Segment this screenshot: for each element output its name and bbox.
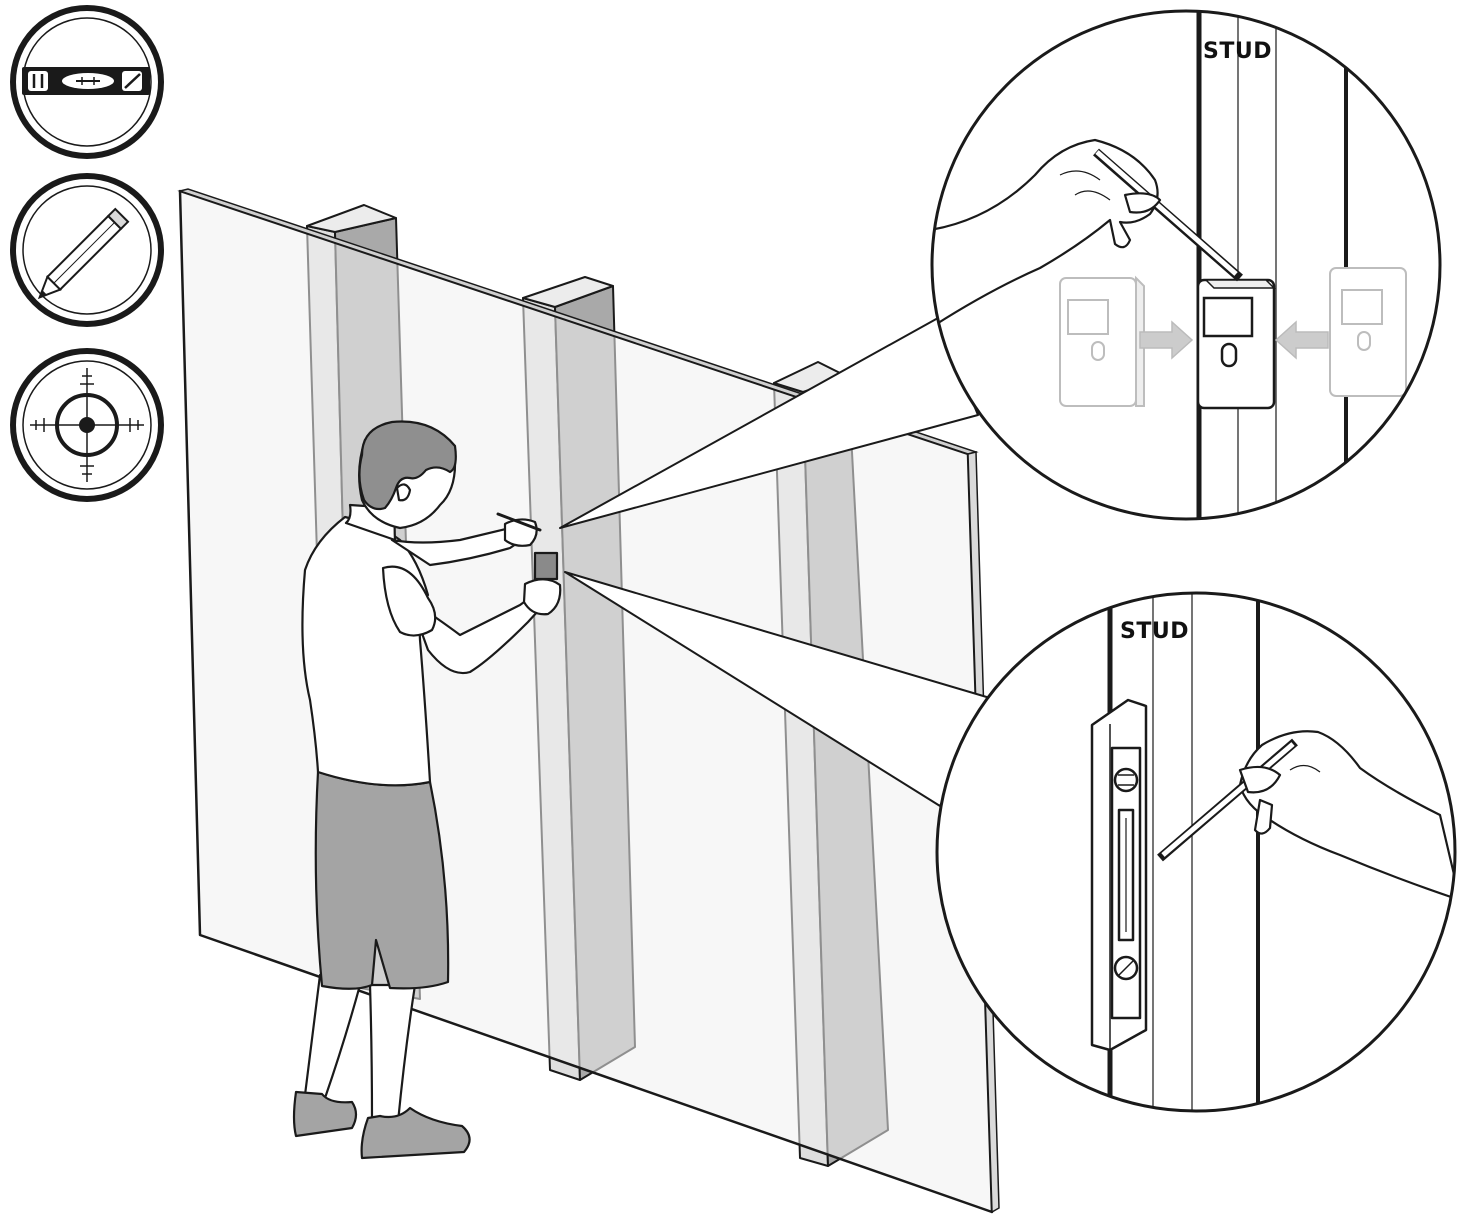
hand-marking-pencil-top <box>932 138 1243 327</box>
pencil-icon <box>10 173 164 327</box>
hair <box>358 420 457 511</box>
stud-finder-device <box>1196 278 1276 410</box>
arrow-right <box>1139 320 1194 360</box>
stud-label-top: STUD <box>1203 39 1272 64</box>
tool-icon-column <box>10 5 164 502</box>
stud-finder-target-icon <box>10 348 164 502</box>
hand-marking-pencil-bottom <box>1157 730 1455 902</box>
ghost-stud-finder-left <box>1059 275 1145 407</box>
stud-label-bottom: STUD <box>1120 619 1189 644</box>
level-icon <box>10 5 164 159</box>
right-shoe <box>360 1106 471 1160</box>
callout-bottom-level: STUD <box>935 591 1457 1113</box>
t-shirt <box>301 515 432 787</box>
person-using-stud-finder <box>292 420 562 1160</box>
ghost-stud-finder-right <box>1329 267 1407 397</box>
torpedo-level <box>1090 698 1148 1052</box>
left-shoe <box>292 1090 358 1138</box>
shorts <box>314 770 450 990</box>
lower-hand <box>522 578 562 616</box>
arrow-left <box>1274 320 1329 360</box>
callout-top-stud-finder: STUD <box>930 9 1442 521</box>
